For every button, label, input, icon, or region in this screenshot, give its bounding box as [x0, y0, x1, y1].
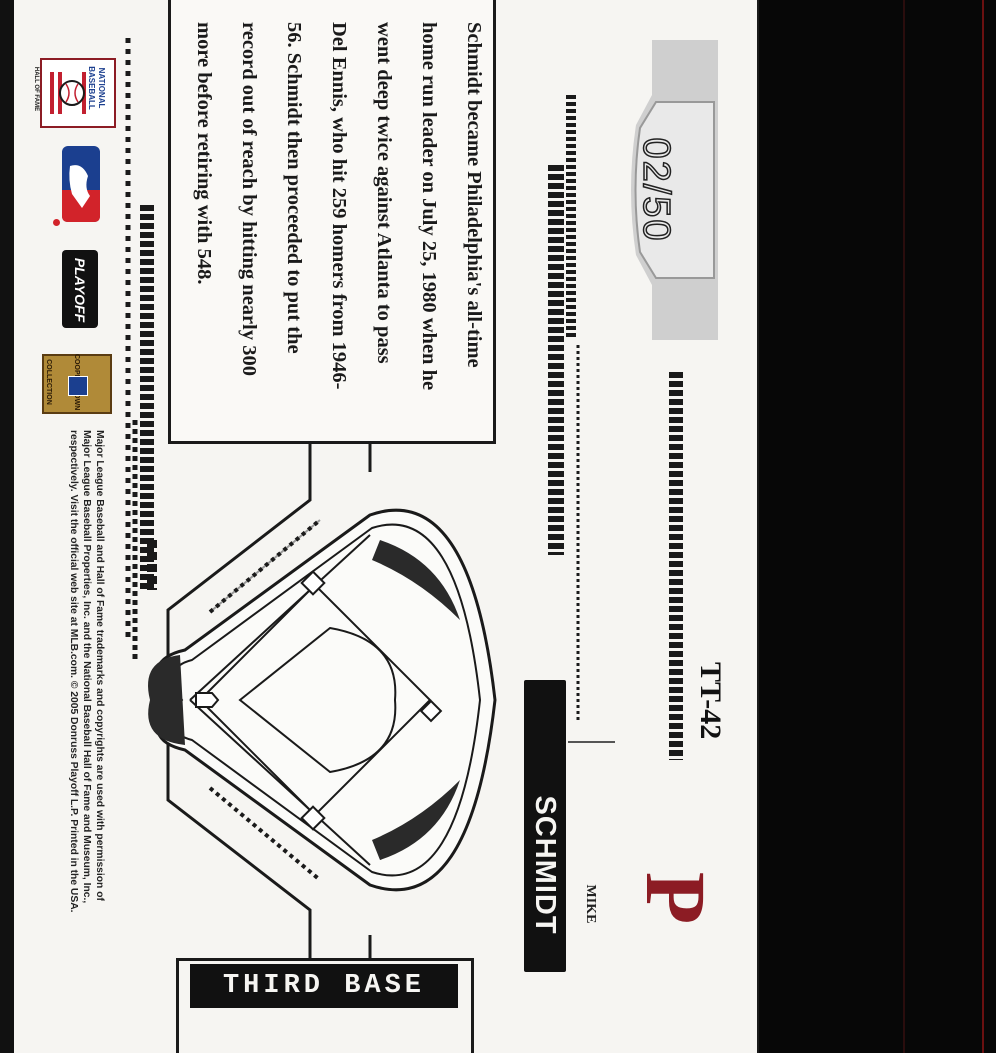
legal-line: respectively. Visit the official web sit…	[68, 430, 79, 913]
bio-box	[168, 0, 496, 444]
player-position: THIRD BASE	[222, 971, 426, 1001]
mlb-logo	[62, 146, 121, 229]
hof-logo-text: BASEBALL	[87, 66, 96, 110]
legal-text: Major League Baseball and Hall of Fame t…	[67, 430, 106, 913]
legal-line: Major League Baseball Properties, Inc. a…	[81, 430, 92, 904]
decorative-stripes	[125, 38, 683, 760]
baseball-field-diagram	[148, 444, 497, 958]
hall-of-fame-logo	[40, 58, 116, 128]
position-frame	[176, 958, 474, 1053]
collection-logo-emblem	[68, 376, 88, 396]
playoff-logo-text: PLAYOFF	[72, 257, 88, 323]
playoff-logo	[62, 250, 98, 328]
legal-line: Major League Baseball and Hall of Fame t…	[94, 430, 105, 901]
mlb-logo-dot	[53, 219, 60, 226]
serial-number-badge	[626, 40, 718, 340]
name-bar	[524, 680, 566, 972]
collection-logo-text: COLLECTION	[45, 359, 52, 405]
card-left-edge	[0, 0, 14, 1053]
hof-logo-text: HALL OF FAME	[33, 66, 39, 112]
card-back: 02/50 TT-42 P SCHMIDT MIKE Schmidt becam…	[0, 0, 759, 1053]
scan-background	[757, 0, 996, 1053]
scan-edge-line	[903, 0, 905, 1053]
position-bar	[190, 964, 458, 1008]
scan-edge-line	[982, 0, 984, 1053]
